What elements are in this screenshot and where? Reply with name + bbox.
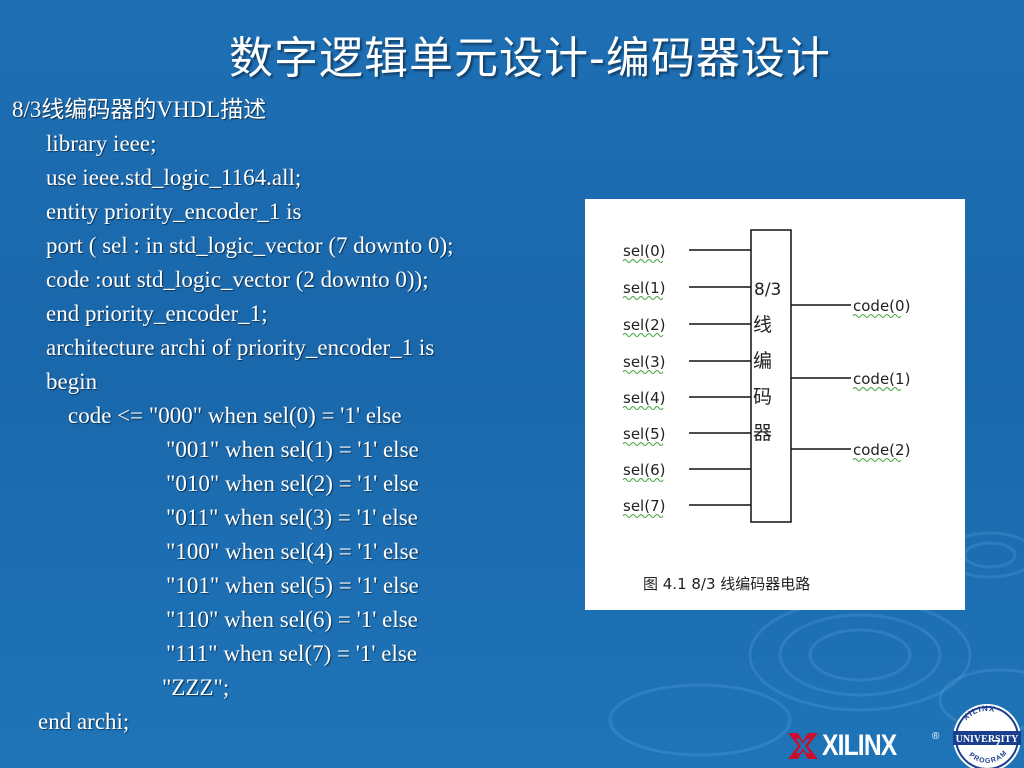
code-line: "111" when sel(7) = '1' else bbox=[166, 641, 418, 666]
code-line: begin bbox=[46, 369, 98, 394]
block-label: 码 bbox=[753, 386, 772, 408]
block-label: 器 bbox=[753, 422, 772, 444]
code-line: entity priority_encoder_1 is bbox=[46, 199, 302, 224]
output-label: code(1) bbox=[853, 370, 910, 388]
code-line: "110" when sel(6) = '1' else bbox=[166, 607, 418, 632]
block-label: 编 bbox=[753, 350, 772, 372]
code-line: "ZZZ"; bbox=[162, 675, 230, 700]
code-line: code :out std_logic_vector (2 downto 0))… bbox=[46, 267, 429, 292]
registered-mark: ® bbox=[932, 731, 940, 742]
input-label: sel(2) bbox=[623, 316, 665, 334]
block-label: 8/3 bbox=[754, 280, 781, 300]
code-line: "011" when sel(3) = '1' else bbox=[166, 505, 418, 530]
block-label: 线 bbox=[753, 314, 772, 336]
code-line: "100" when sel(4) = '1' else bbox=[166, 539, 419, 564]
xilinx-logo: XILINX ® bbox=[786, 727, 946, 762]
input-label: sel(0) bbox=[623, 242, 665, 260]
university-program-seal-icon: XILINX UNIVERSITY PROGRAM bbox=[953, 704, 1021, 768]
input-label: sel(1) bbox=[623, 279, 665, 297]
badge-middle-text: UNIVERSITY bbox=[956, 734, 1020, 745]
output-label: code(2) bbox=[853, 441, 910, 459]
code-line: "001" when sel(1) = '1' else bbox=[166, 437, 419, 462]
encoder-circuit-figure: sel(0) sel(1) sel(2) sel(3) sel(4) sel(5… bbox=[585, 199, 965, 610]
code-line: code <= "000" when sel(0) = '1' else bbox=[68, 403, 402, 428]
encoder-circuit-diagram: sel(0) sel(1) sel(2) sel(3) sel(4) sel(5… bbox=[622, 229, 910, 593]
code-line: "101" when sel(5) = '1' else bbox=[166, 573, 419, 598]
code-line: use ieee.std_logic_1164.all; bbox=[46, 165, 302, 190]
code-line: end archi; bbox=[38, 709, 130, 734]
code-heading: 8/3线编码器的VHDL描述 bbox=[12, 97, 267, 122]
input-label: sel(5) bbox=[623, 425, 665, 443]
input-label: sel(3) bbox=[623, 353, 665, 371]
slide-title: 数字逻辑单元设计-编码器设计 bbox=[229, 33, 831, 84]
figure-caption: 图 4.1 8/3 线编码器电路 bbox=[643, 575, 810, 593]
xilinx-wordmark: XILINX bbox=[822, 729, 897, 762]
code-line: architecture archi of priority_encoder_1… bbox=[46, 335, 435, 360]
code-line: end priority_encoder_1; bbox=[46, 301, 268, 326]
code-line: port ( sel : in std_logic_vector (7 down… bbox=[46, 233, 454, 258]
output-label: code(0) bbox=[853, 297, 910, 315]
code-line: library ieee; bbox=[46, 131, 157, 156]
xilinx-x-logo-icon bbox=[788, 733, 818, 759]
input-label: sel(4) bbox=[623, 389, 665, 407]
input-label: sel(7) bbox=[623, 497, 665, 515]
encoder-block bbox=[750, 229, 792, 523]
code-line: "010" when sel(2) = '1' else bbox=[166, 471, 419, 496]
page-number: 7 bbox=[992, 738, 1001, 755]
input-label: sel(6) bbox=[623, 461, 665, 479]
